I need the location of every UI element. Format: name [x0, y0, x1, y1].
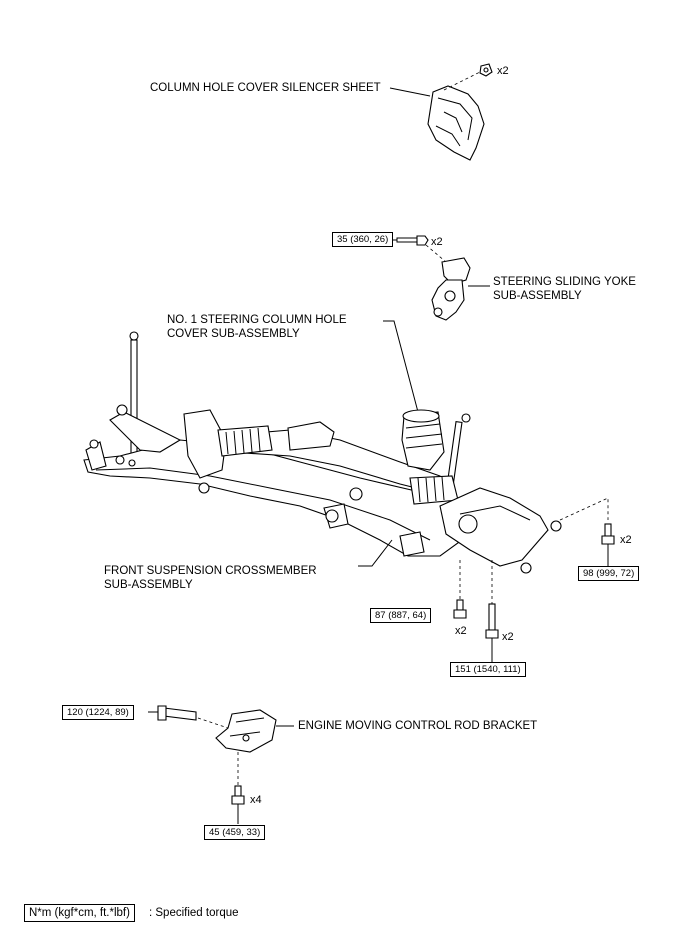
qty-bracket-lower: x4 [250, 794, 262, 806]
legend-unit-box: N*m (kgf*cm, ft.*lbf) [24, 904, 135, 922]
torque-mid-bolt: 87 (887, 64) [370, 608, 432, 623]
torque-yoke-bolt: 35 (360, 26) [332, 232, 394, 247]
dash-rear-bolt [559, 497, 609, 521]
torque-long-bolt: 151 (1540, 111) [450, 662, 526, 677]
label-bracket: ENGINE MOVING CONTROL ROD BRACKET [298, 720, 538, 732]
qty-rear-bolt: x2 [620, 534, 632, 546]
sliding-yoke-illustration [396, 235, 471, 321]
label-sliding-yoke-1: STEERING SLIDING YOKE [493, 276, 636, 288]
qty-mid-bolt: x2 [455, 625, 467, 637]
rear-bolt-illustration [601, 523, 615, 545]
label-crossmember-2: SUB-ASSEMBLY [104, 579, 193, 591]
label-sliding-yoke-2: SUB-ASSEMBLY [493, 290, 582, 302]
label-crossmember-1: FRONT SUSPENSION CROSSMEMBER [104, 565, 317, 577]
label-silencer-sheet: COLUMN HOLE COVER SILENCER SHEET [150, 82, 381, 94]
label-hole-cover-1: NO. 1 STEERING COLUMN HOLE [167, 314, 347, 326]
legend-description: : Specified torque [149, 907, 239, 919]
qty-clip: x2 [497, 65, 509, 77]
qty-yoke-bolt: x2 [431, 236, 443, 248]
long-bolt-illustration [485, 603, 499, 639]
torque-bracket-bolt: 120 (1224, 89) [62, 705, 134, 720]
leader-hole-cover [383, 320, 419, 413]
label-hole-cover-2: COVER SUB-ASSEMBLY [167, 328, 300, 340]
silencer-sheet-illustration [427, 63, 493, 161]
leader-silencer [389, 87, 431, 97]
bracket-illustration [157, 705, 277, 805]
torque-rear-bolt: 98 (999, 72) [578, 566, 640, 581]
qty-long-bolt: x2 [502, 631, 514, 643]
crossmember-illustration [83, 404, 562, 574]
mid-bolt-illustration [453, 599, 467, 619]
torque-bracket-lower: 45 (459, 33) [204, 825, 266, 840]
leader-crossmember [358, 539, 393, 567]
